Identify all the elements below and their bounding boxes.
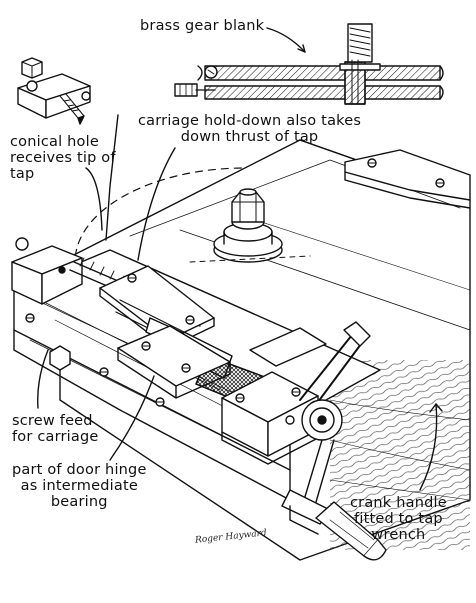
center-nut-assembly — [189, 188, 311, 263]
label-conical-hole: conical hole receives tip of tap — [10, 134, 116, 182]
crank-handle — [281, 321, 387, 561]
door-hinge — [117, 325, 231, 399]
leader-crank-handle — [419, 403, 438, 491]
leader-screw-feed — [37, 349, 49, 409]
hold-down-plate — [99, 265, 215, 349]
left-end-block — [11, 237, 83, 305]
conical-hole-block — [17, 57, 91, 125]
gear-blank-section — [174, 23, 444, 105]
label-crank-handle: crank handle fitted to tap wrench — [350, 495, 447, 543]
leader-hold-down — [137, 147, 176, 261]
leader-door-hinge — [109, 375, 155, 461]
label-hold-down: carriage hold-down also takes down thrus… — [138, 113, 362, 145]
label-door-hinge: part of door hinge as intermediate beari… — [12, 462, 147, 510]
label-gear-blank: brass gear blank — [140, 18, 265, 34]
strap — [344, 149, 471, 209]
leader-conical-hole — [105, 114, 119, 241]
label-screw-feed: screw feed for carriage — [12, 413, 99, 445]
hex-nut — [49, 345, 71, 371]
carriage-plate — [249, 327, 327, 367]
